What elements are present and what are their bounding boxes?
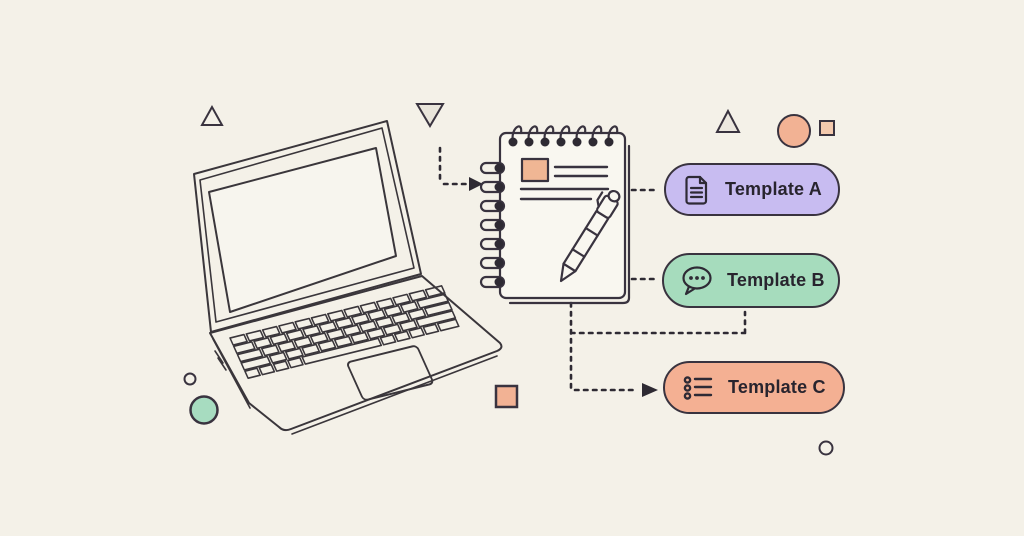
bullet-list-icon bbox=[681, 371, 715, 405]
template-b-button[interactable]: Template B bbox=[662, 253, 840, 308]
laptop-illustration bbox=[193, 120, 503, 435]
pen-clip bbox=[596, 191, 604, 208]
connector-arrowheads bbox=[469, 177, 658, 397]
document-icon bbox=[682, 173, 712, 207]
keyboard-row bbox=[244, 318, 460, 379]
pen-clicker bbox=[607, 189, 621, 203]
decorative-shapes bbox=[183, 103, 835, 456]
keyboard-row bbox=[232, 293, 450, 355]
deco-square-peach-small bbox=[819, 120, 835, 136]
connector-template-b-branch bbox=[569, 301, 747, 392]
deco-circle-outline-bottom-right bbox=[818, 440, 834, 456]
deco-circle-outline-left bbox=[183, 372, 197, 386]
template-label: Template B bbox=[727, 270, 825, 290]
template-label: Template A bbox=[724, 179, 822, 199]
template-c-button[interactable]: Template C bbox=[663, 361, 845, 414]
laptop-base-front-edge bbox=[291, 355, 498, 435]
laptop-trackpad bbox=[347, 345, 434, 401]
laptop-screen bbox=[208, 147, 397, 313]
arrowhead-to-template-c bbox=[642, 383, 658, 397]
deco-triangle-top-right bbox=[715, 108, 741, 133]
notepad-illustration bbox=[479, 125, 631, 305]
note-highlight-square bbox=[520, 157, 550, 183]
laptop-lid-rim bbox=[199, 127, 415, 323]
arrowhead-to-notepad bbox=[469, 177, 483, 191]
keyboard-row bbox=[236, 301, 453, 363]
laptop-base-left-edge bbox=[212, 338, 251, 409]
deco-triangle-top-center bbox=[415, 103, 445, 128]
template-label: Template C bbox=[728, 377, 826, 397]
laptop-vents bbox=[214, 350, 227, 371]
laptop-keyboard bbox=[229, 285, 460, 401]
keyboard-row bbox=[240, 310, 457, 371]
connectors bbox=[438, 146, 747, 392]
notepad-top-spiral bbox=[508, 125, 619, 147]
deco-square-peach-bottom bbox=[494, 384, 519, 409]
notepad-left-spiral bbox=[479, 161, 506, 289]
template-a-button[interactable]: Template A bbox=[664, 163, 840, 216]
deco-circle-peach bbox=[777, 114, 811, 148]
deco-circle-mint bbox=[189, 395, 219, 425]
keyboard-row bbox=[229, 285, 446, 346]
deco-triangle-top-left bbox=[200, 104, 224, 126]
notepad-shadow-edge bbox=[508, 144, 631, 305]
chat-bubble-icon bbox=[680, 264, 714, 298]
note-text-lines bbox=[519, 165, 610, 201]
pen-illustration bbox=[559, 189, 621, 283]
connector-laptop-to-notepad bbox=[438, 146, 468, 186]
